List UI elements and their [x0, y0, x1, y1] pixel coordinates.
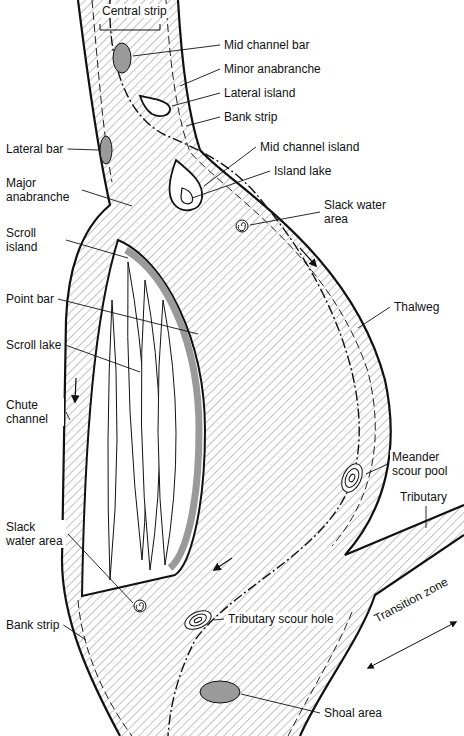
leader-line — [66, 240, 128, 258]
leader-line — [366, 464, 388, 474]
leader-line — [172, 93, 220, 106]
slack-water-spirals — [134, 220, 248, 612]
feature-label: Tributary scour hole — [226, 612, 336, 626]
leader-line — [66, 412, 70, 420]
feature-label: Chute channel — [4, 398, 64, 426]
shoal — [200, 681, 240, 703]
right-bank-lower — [300, 535, 464, 736]
leader-line — [358, 307, 390, 328]
feature-label: Point bar — [4, 292, 56, 306]
lateral-island — [140, 96, 170, 116]
leader-line — [241, 694, 320, 713]
leader-line — [204, 147, 256, 186]
leader-line — [186, 117, 220, 126]
feature-label: Thalweg — [392, 300, 441, 314]
leader-line — [58, 299, 198, 334]
leader-line — [133, 45, 220, 56]
leader-line — [192, 171, 270, 198]
leader-line — [426, 506, 427, 528]
feature-label: Tributary — [398, 490, 449, 504]
feature-label: Minor anabranche — [222, 62, 323, 76]
meander-scour-pool — [338, 461, 367, 496]
right-bank — [178, 0, 464, 555]
leader-line — [65, 345, 140, 372]
leader-line — [68, 534, 133, 603]
left-bank — [62, 0, 120, 736]
feature-label: Major anabranche — [4, 176, 80, 204]
feature-label: Lateral island — [222, 86, 297, 100]
feature-label: Lateral bar — [4, 142, 65, 156]
leader-line — [180, 69, 220, 86]
feature-label: Bank strip — [222, 110, 279, 124]
river-water — [62, 0, 464, 736]
feature-label: Slack water area — [322, 198, 398, 226]
feature-label: Island lake — [272, 164, 333, 178]
mid-channel-bar — [113, 43, 131, 73]
central-strip-bracket — [100, 24, 160, 30]
flow-arrows — [75, 248, 316, 570]
lateral-bar — [100, 136, 112, 164]
feature-label: Scroll lake — [4, 338, 63, 352]
leader-line — [63, 625, 86, 640]
scroll-lakes — [108, 262, 176, 580]
bank-strip-lines — [78, 0, 375, 736]
leader-line — [214, 619, 224, 620]
thalweg-line — [110, 0, 359, 736]
scroll-lake — [158, 300, 176, 565]
feature-label: Shoal area — [322, 706, 384, 720]
feature-label: Slack water area — [4, 520, 66, 548]
leader-line — [82, 190, 132, 206]
island-lake — [181, 188, 193, 204]
feature-label: Mid channel bar — [222, 38, 311, 52]
point-bar — [126, 250, 199, 568]
feature-label: Mid channel island — [258, 140, 361, 154]
scroll-island — [82, 240, 205, 596]
feature-label: Meander scour pool — [390, 450, 460, 478]
feature-label: Central strip — [100, 4, 169, 18]
feature-label: Transition zone — [370, 574, 452, 627]
leader-line — [67, 149, 99, 150]
feature-label: Bank strip — [4, 618, 61, 632]
tributary-scour-hole — [182, 607, 214, 633]
feature-label: Scroll island — [4, 226, 64, 254]
leader-line — [250, 212, 320, 225]
scroll-lake — [108, 300, 117, 580]
mid-channel-island — [170, 160, 203, 210]
transition-zone-arrow — [368, 622, 456, 668]
